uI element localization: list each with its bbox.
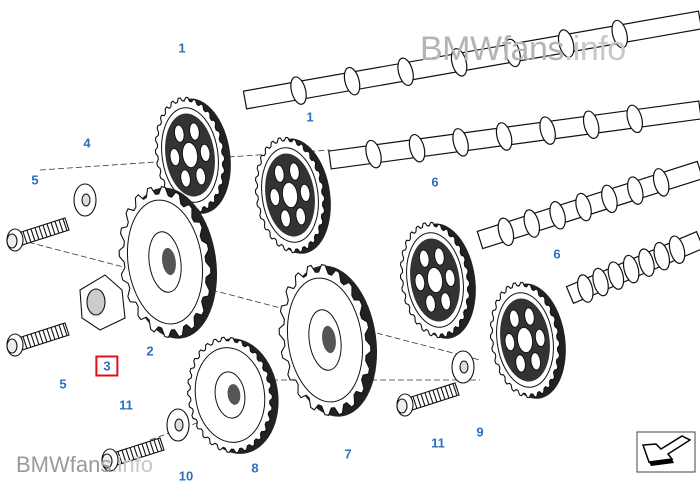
callout-8[interactable]: 8 [251, 460, 259, 476]
camshaft-gear-6 [489, 281, 566, 399]
washer-9 [451, 350, 475, 384]
watermark-brand: BMWfans [16, 452, 112, 477]
callout-6b[interactable]: 6 [553, 246, 561, 262]
center-line [19, 239, 481, 361]
watermark-suffix: .info [111, 452, 153, 477]
watermark-top: BMWfans.info [420, 30, 626, 69]
camshaft [565, 230, 700, 305]
sprocket-2 [118, 186, 218, 339]
washer-4 [73, 183, 97, 217]
callout-3-selected[interactable]: 3 [95, 355, 119, 377]
callout-1a[interactable]: 1 [178, 40, 186, 56]
callout-1b[interactable]: 1 [306, 109, 314, 125]
callout-9[interactable]: 9 [476, 424, 484, 440]
bolt-11 [101, 437, 165, 472]
camshaft-gear-6 [399, 221, 476, 339]
callout-6a[interactable]: 6 [431, 174, 439, 190]
hub-3 [79, 274, 126, 331]
camshaft [242, 10, 700, 110]
watermark-brand: BMWfans [420, 30, 564, 68]
camshaft [328, 100, 700, 170]
callout-10[interactable]: 10 [178, 468, 194, 484]
arrow-navigation-icon[interactable] [636, 431, 696, 473]
callout-11a[interactable]: 11 [119, 397, 133, 413]
callout-5b[interactable]: 5 [59, 376, 67, 392]
watermark-suffix: .info [563, 30, 626, 68]
gear-8 [187, 336, 279, 454]
callout-5a[interactable]: 5 [31, 172, 39, 188]
callout-2[interactable]: 2 [146, 343, 154, 359]
washer-10 [166, 408, 190, 442]
camshaft-gear-1 [254, 136, 331, 254]
watermark-bottom: BMWfans.info [16, 452, 153, 478]
sprocket-7 [278, 264, 378, 417]
camshaft-gear-1 [154, 96, 231, 214]
callout-7[interactable]: 7 [344, 446, 352, 462]
bolt-5 [6, 217, 70, 252]
bolt-11 [396, 382, 460, 417]
callout-4[interactable]: 4 [83, 135, 91, 151]
callout-11b[interactable]: 11 [431, 435, 445, 451]
camshaft [476, 160, 700, 250]
bolt-5 [6, 322, 70, 357]
